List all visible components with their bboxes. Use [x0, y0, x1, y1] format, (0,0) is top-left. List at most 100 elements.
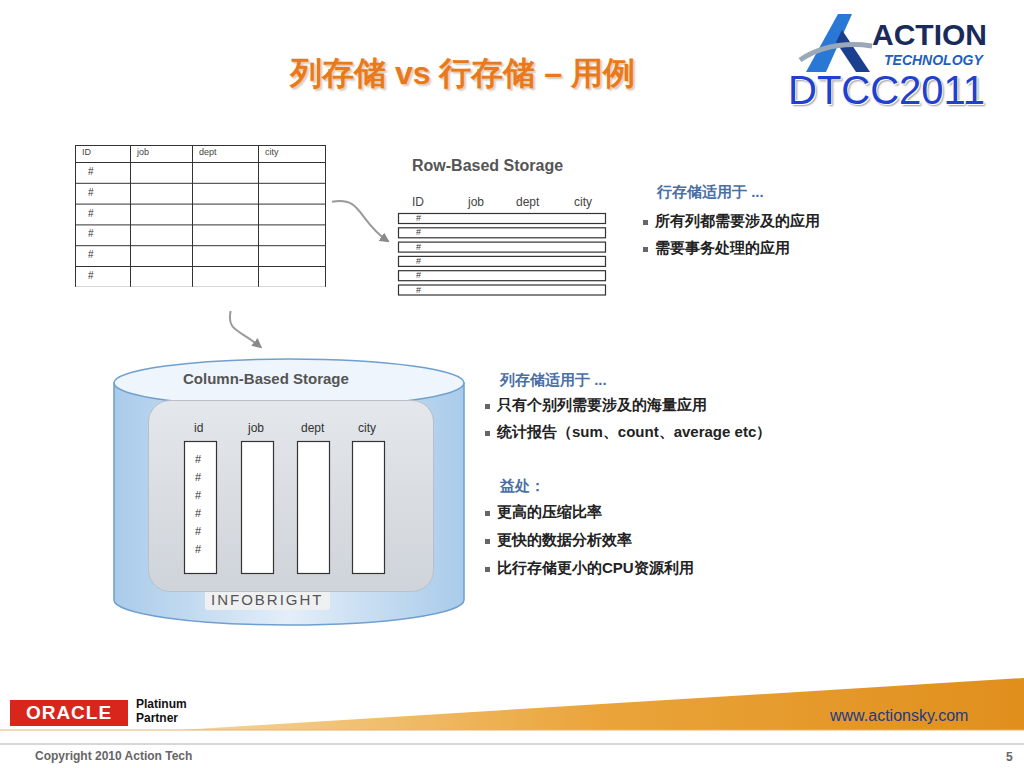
column-bar	[298, 442, 330, 574]
row-id-cell: #	[88, 249, 94, 260]
column-id-cell: #	[195, 507, 201, 519]
row-bar	[399, 214, 606, 224]
footer-rule	[0, 730, 1024, 731]
curved-arrow	[332, 201, 388, 241]
row-bar	[399, 242, 606, 252]
column-header: dept	[301, 421, 324, 435]
slide-title: 列存储 vs 行存储 – 用例	[290, 52, 635, 96]
page-number: 5	[1006, 750, 1013, 764]
bullet-item: 比行存储更小的CPU资源利用	[497, 559, 694, 576]
row-id-cell: #	[416, 285, 421, 296]
logo-tagline: TECHNOLOGY	[884, 52, 983, 68]
table-grid	[75, 145, 326, 287]
column-bars	[149, 401, 433, 591]
column-header: ID	[82, 147, 91, 157]
copyright: Copyright 2010 Action Tech	[35, 749, 192, 763]
column-store-panel: id job dept city # # # # # #	[148, 400, 434, 592]
row-bar	[399, 256, 606, 266]
bullet-item: 只有个别列需要涉及的海量应用	[497, 396, 707, 413]
grid-line	[75, 224, 326, 225]
column-header: job	[468, 195, 484, 209]
grid-line	[75, 287, 326, 288]
cylinder-body	[114, 383, 464, 625]
grid-line	[75, 183, 326, 184]
row-id-cell: #	[416, 227, 421, 238]
curved-arrow	[230, 311, 261, 347]
row-id-cell: #	[416, 242, 421, 253]
row-bar	[399, 228, 606, 238]
grid-line	[75, 204, 326, 205]
bullet-square	[485, 567, 490, 572]
grid-line	[75, 245, 326, 246]
column-id-cell: #	[195, 543, 201, 555]
row-id-cell: #	[88, 187, 94, 198]
row-id-cell: #	[88, 270, 94, 281]
source-table: ID job dept city # # # # # #	[75, 145, 326, 287]
column-header: ID	[412, 195, 424, 209]
column-header: city	[265, 147, 279, 157]
column-header: city	[358, 421, 376, 435]
grid-line	[75, 145, 326, 146]
column-header: city	[574, 195, 592, 209]
row-bars	[396, 153, 610, 300]
row-id-cell: #	[416, 270, 421, 281]
bullet-row: 只有个别列需要涉及的海量应用	[485, 396, 707, 415]
storage-heading: Row-Based Storage	[412, 157, 563, 175]
section-heading: 列存储适用于 ...	[500, 371, 607, 390]
bullet-square	[485, 431, 490, 436]
column-bar	[242, 442, 274, 574]
website: www.actionsky.com	[830, 707, 968, 725]
column-id-cell: #	[195, 489, 201, 501]
grid-line	[130, 145, 131, 287]
column-header: job	[137, 147, 149, 157]
grid-line	[192, 145, 193, 287]
footer-rule	[0, 744, 1024, 745]
storage-heading: Column-Based Storage	[183, 370, 349, 387]
bullet-square	[643, 220, 648, 225]
column-header: id	[194, 421, 203, 435]
logo-mark	[800, 14, 872, 72]
bullet-row: 所有列都需要涉及的应用	[643, 212, 820, 231]
column-id-cell: #	[195, 453, 201, 465]
grid-line	[325, 145, 326, 287]
row-id-cell: #	[88, 228, 94, 239]
grid-line	[75, 145, 76, 287]
column-header: dept	[516, 195, 539, 209]
footer-band	[180, 678, 1024, 730]
bullet-item: 统计报告（sum、count、average etc）	[497, 423, 771, 440]
bullet-row: 更高的压缩比率	[485, 503, 602, 522]
vendor-logo: INFOBRIGHT	[205, 589, 330, 610]
bullet-row: 比行存储更小的CPU资源利用	[485, 559, 694, 578]
bullet-item: 更快的数据分析效率	[497, 531, 632, 548]
bullet-row: 更快的数据分析效率	[485, 531, 632, 550]
row-id-cell: #	[88, 166, 94, 177]
row-id-cell: #	[416, 256, 421, 267]
bullet-item: 更高的压缩比率	[497, 503, 602, 520]
grid-line	[258, 145, 259, 287]
section-heading: 行存储适用于 ...	[657, 183, 764, 202]
bullet-item: 需要事务处理的应用	[655, 239, 790, 256]
column-id-cell: #	[195, 525, 201, 537]
bullet-item: 所有列都需要涉及的应用	[655, 212, 820, 229]
bullet-square	[485, 539, 490, 544]
bullet-square	[485, 511, 490, 516]
column-bar	[353, 442, 385, 574]
logo-wordmark: ACTION	[872, 18, 987, 52]
bullet-square	[643, 247, 648, 252]
bullet-row: 需要事务处理的应用	[643, 239, 790, 258]
column-storage-cylinder: Column-Based StorageINFOBRIGHT id job dept c…	[113, 357, 465, 627]
bullet-row: 统计报告（sum、count、average etc）	[485, 423, 771, 442]
partner-level: Platinum Partner	[136, 697, 208, 725]
column-header: dept	[199, 147, 217, 157]
partner-logo: ORACLE	[10, 700, 128, 726]
row-bar	[399, 271, 606, 281]
column-id-cell: #	[195, 471, 201, 483]
column-bar	[185, 442, 217, 574]
row-storage: Row-Based StorageIDjobdeptcity######	[396, 153, 610, 300]
grid-line	[75, 162, 326, 163]
row-id-cell: #	[88, 208, 94, 219]
column-header: job	[248, 421, 264, 435]
row-bar	[399, 285, 606, 295]
bullet-square	[485, 404, 490, 409]
